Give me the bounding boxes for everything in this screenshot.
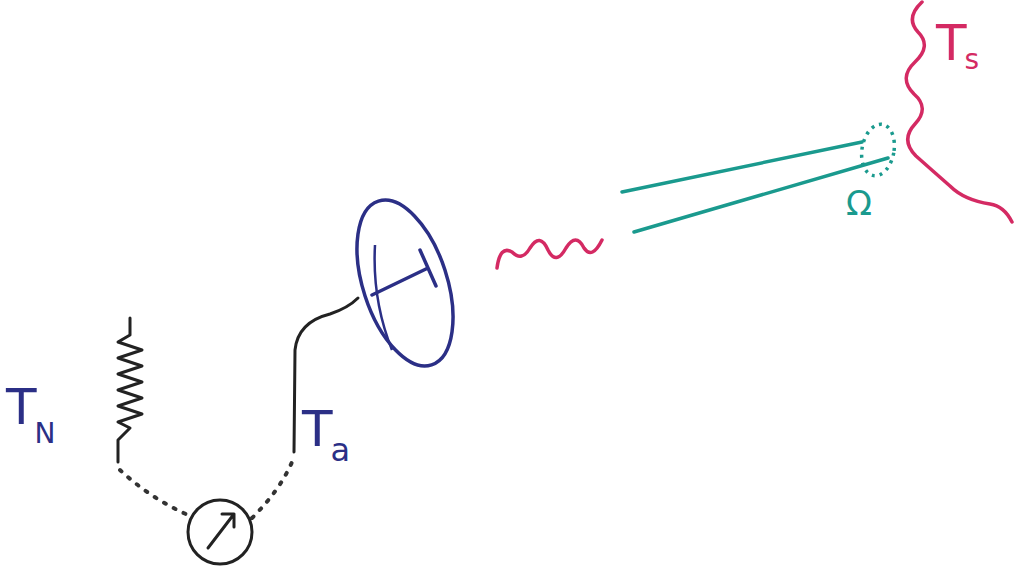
beam-edge xyxy=(622,142,862,192)
temperature-subscript: N xyxy=(35,420,56,448)
radio-wave xyxy=(497,240,602,268)
temperature-subscript: a xyxy=(331,434,351,466)
dotted-wire xyxy=(252,462,292,518)
solid-angle-symbol: Ω xyxy=(846,186,872,220)
temperature-symbol: T xyxy=(6,382,37,432)
temperature-symbol: T xyxy=(302,404,333,454)
temperature-symbol: T xyxy=(936,18,967,68)
dotted-wire xyxy=(120,470,188,515)
temperature-subscript: s xyxy=(965,46,980,74)
source-boundary xyxy=(906,2,1012,222)
resistor-symbol xyxy=(118,318,142,462)
antenna-dish xyxy=(338,188,471,378)
meter-symbol xyxy=(188,500,252,564)
beam-edge xyxy=(634,158,888,232)
beam-solid-angle xyxy=(858,122,899,179)
feed-horn xyxy=(372,250,436,295)
dish-rim xyxy=(375,245,392,350)
meter-needle xyxy=(208,514,234,548)
